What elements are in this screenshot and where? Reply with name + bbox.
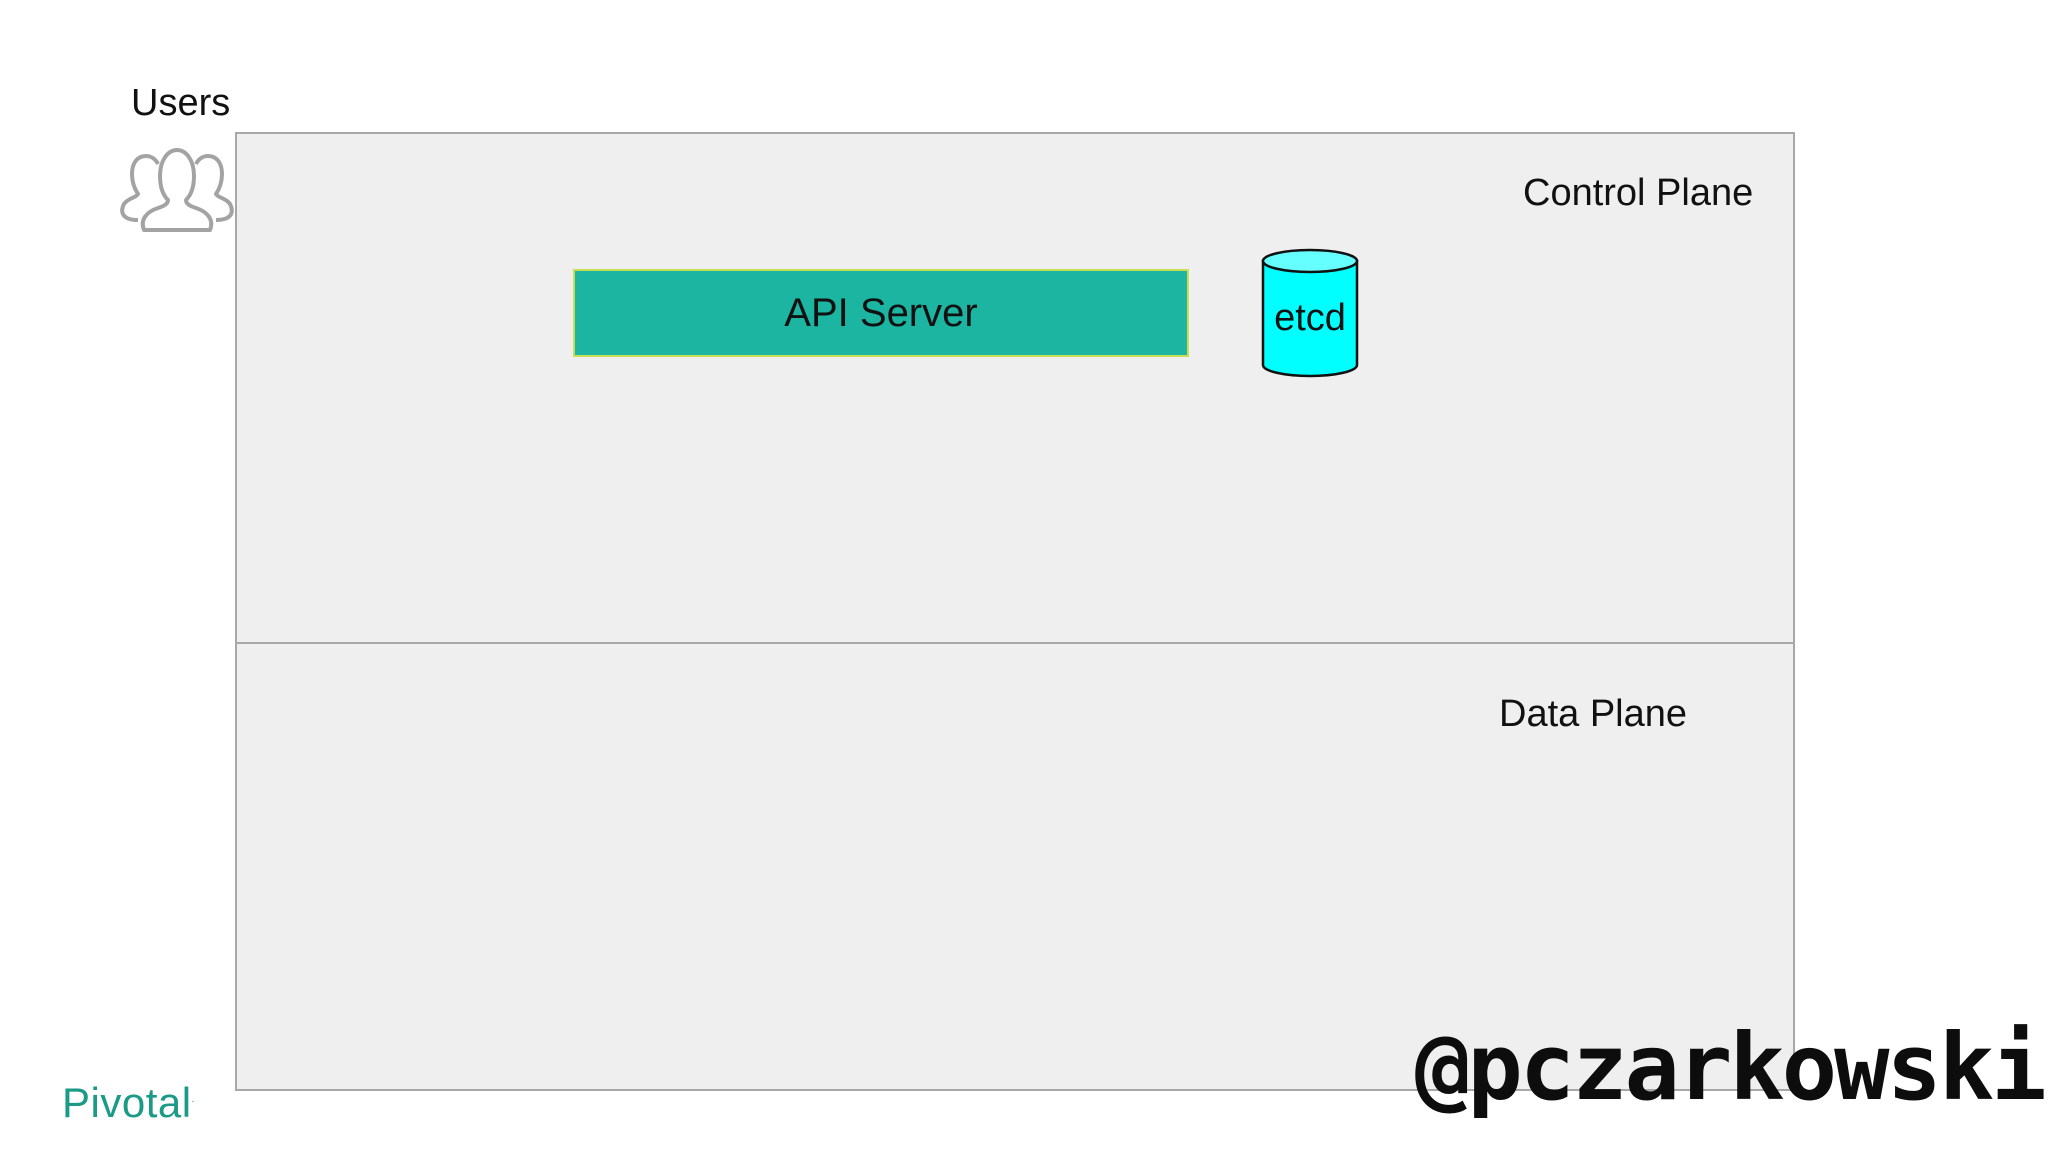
api-server-label: API Server — [784, 290, 978, 335]
database-cylinder-icon — [1261, 248, 1359, 378]
users-label: Users — [131, 82, 231, 124]
control-plane-label: Control Plane — [1523, 172, 1754, 214]
users-group-icon — [118, 138, 236, 234]
etcd-label: etcd — [1274, 297, 1346, 339]
data-plane-label: Data Plane — [1499, 693, 1688, 735]
author-handle: @pczarkowski — [1415, 1014, 2047, 1121]
data-plane-region — [235, 642, 1795, 1091]
control-plane-region — [235, 132, 1795, 645]
pivotal-logo: Pivotal. — [62, 1079, 195, 1126]
brand-name: Pivotal — [62, 1079, 192, 1126]
etcd-database[interactable]: etcd — [1261, 248, 1359, 378]
api-server-box[interactable]: API Server — [573, 269, 1189, 357]
